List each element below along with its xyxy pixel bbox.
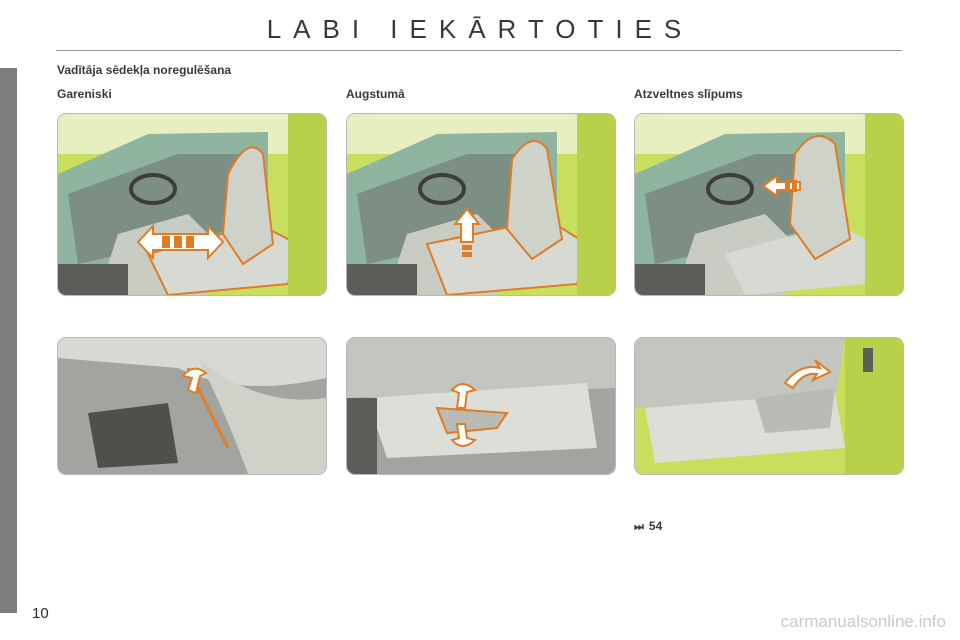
illustration-height-lever [346, 337, 616, 475]
column-heading-backrest: Atzveltnes slīpums [634, 87, 743, 101]
illustration-height-seat [346, 113, 616, 296]
page-title: LABI IEKĀRTOTIES [266, 14, 694, 44]
illustration-backrest-seat [634, 113, 904, 296]
illustration-longitudinal-seat [57, 113, 327, 296]
page-reference[interactable]: ⏭ 54 [634, 519, 662, 534]
illustration-backrest-lever [634, 337, 904, 475]
section-heading: Vadītāja sēdekļa noregulēšana [57, 63, 232, 77]
double-arrow-icon: ⏭ [634, 521, 644, 533]
page-side-bar [0, 68, 17, 613]
illustration-seat-rail-lever [57, 337, 327, 475]
page-number: 10 [32, 605, 49, 622]
column-heading-longitudinal: Gareniski [57, 87, 112, 101]
column-heading-height: Augstumā [346, 87, 405, 101]
title-divider [56, 50, 902, 51]
watermark: carmanualsonline.info [780, 612, 946, 631]
reference-page-number: 54 [648, 519, 663, 533]
